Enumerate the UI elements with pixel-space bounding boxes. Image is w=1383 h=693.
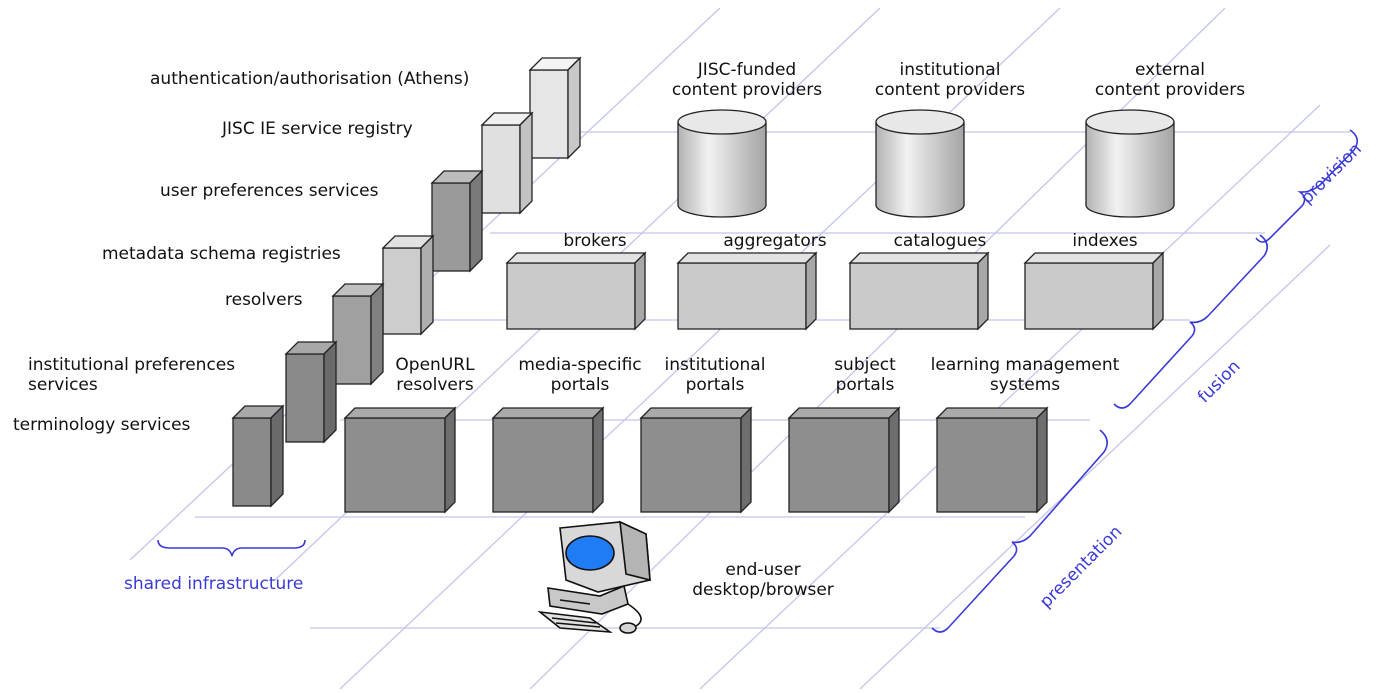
box-service-registry — [480, 111, 534, 215]
box-athens — [528, 56, 582, 160]
label-jisc-funded: JISC-funded content providers — [671, 60, 823, 100]
label-external-content: external content providers — [1094, 60, 1246, 100]
computer-icon — [537, 520, 651, 634]
label-indexes: indexes — [1072, 231, 1138, 251]
label-terminology: terminology services — [13, 415, 191, 435]
box-catalogues — [848, 251, 990, 331]
box-user-preferences — [430, 169, 484, 273]
fusion-boxes — [505, 251, 1165, 331]
box-aggregators — [676, 251, 818, 331]
provision-cylinders — [677, 109, 1175, 218]
label-openurl: OpenURL resolvers — [395, 355, 475, 395]
box-metadata-registries — [381, 234, 435, 336]
box-institutional-portals — [639, 406, 753, 514]
label-aggregators: aggregators — [723, 231, 827, 251]
box-subject-portals — [787, 406, 901, 514]
label-user-preferences: user preferences services — [160, 181, 379, 201]
label-metadata-registries: metadata schema registries — [102, 244, 341, 264]
presentation-brace — [931, 429, 1108, 633]
cylinder-institutional — [875, 109, 965, 218]
box-terminology — [231, 404, 285, 508]
label-lms: learning management systems — [930, 355, 1120, 395]
label-institutional-preferences: institutional preferences services — [28, 355, 236, 395]
label-institutional-content: institutional content providers — [874, 60, 1026, 100]
label-resolvers: resolvers — [225, 290, 303, 310]
label-catalogues: catalogues — [893, 231, 987, 251]
box-indexes — [1023, 251, 1165, 331]
label-institutional-portals: institutional portals — [664, 355, 766, 395]
cylinder-jisc-funded — [677, 109, 767, 218]
label-subject-portals: subject portals — [834, 355, 896, 395]
shared-infrastructure-caption: shared infrastructure — [124, 574, 304, 594]
label-service-registry: JISC IE service registry — [222, 119, 413, 139]
box-institutional-preferences — [284, 340, 338, 444]
label-end-user: end-user desktop/browser — [692, 560, 834, 600]
presentation-boxes — [343, 406, 1049, 514]
box-resolvers — [331, 282, 385, 386]
box-lms — [935, 406, 1049, 514]
label-athens: authentication/authorisation (Athens) — [150, 69, 470, 89]
cylinder-external — [1085, 109, 1175, 218]
layer-braces — [157, 129, 1358, 633]
label-media-portals: media-specific portals — [518, 355, 642, 395]
label-brokers: brokers — [563, 231, 627, 251]
box-brokers — [505, 251, 647, 331]
fusion-brace — [1113, 234, 1268, 409]
shared-infrastructure-brace — [157, 539, 306, 557]
box-openurl — [343, 406, 457, 514]
box-media-portals — [491, 406, 605, 514]
shared-infrastructure-boxes — [231, 56, 582, 508]
